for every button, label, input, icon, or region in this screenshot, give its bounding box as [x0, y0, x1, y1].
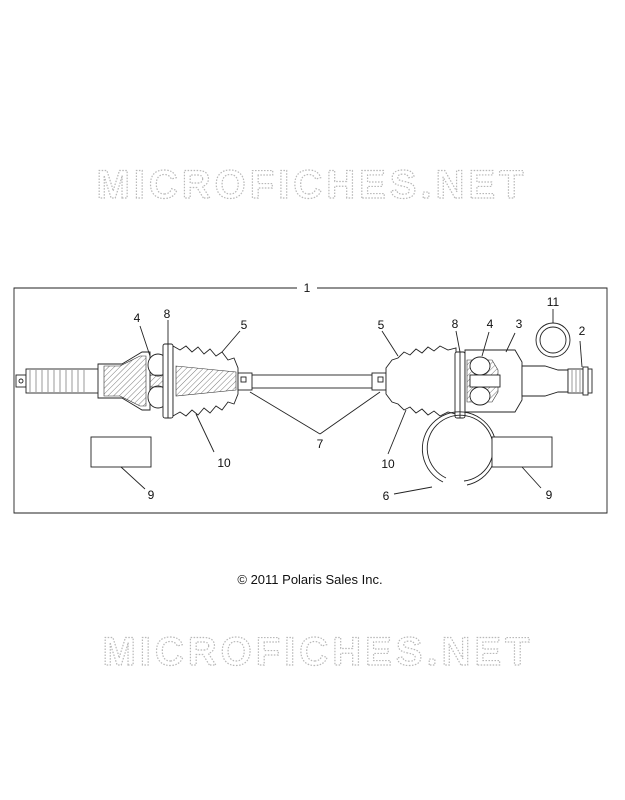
o-ring-11 — [535, 322, 571, 358]
right-clamp-8 — [454, 351, 466, 419]
callout-3: 3 — [516, 317, 523, 331]
callout-8-left: 8 — [164, 307, 171, 321]
callout-9-right: 9 — [546, 488, 553, 502]
callout-4-right: 4 — [487, 317, 494, 331]
callout-10-right: 10 — [381, 457, 395, 471]
grease-packet-left — [90, 436, 152, 468]
callout-11: 11 — [547, 295, 560, 309]
grease-packet-right — [491, 436, 553, 468]
assembly-frame — [13, 287, 608, 514]
copyright-text: © 2011 Polaris Sales Inc. — [237, 572, 382, 587]
right-boot — [385, 345, 457, 417]
right-inner-cv-housing — [464, 349, 523, 413]
left-stub-shaft — [15, 368, 101, 394]
left-outer-cv-housing — [97, 351, 151, 411]
callout-6: 6 — [383, 489, 390, 503]
left-boot — [172, 345, 239, 417]
callout-1: 1 — [304, 281, 311, 295]
callout-2: 2 — [579, 324, 586, 338]
callout-8-right: 8 — [452, 317, 459, 331]
callout-10-left: 10 — [217, 456, 231, 470]
callout-5-right: 5 — [378, 318, 385, 332]
leader-lines — [120, 309, 583, 495]
watermark-bottom: MICROFICHES.NET — [102, 630, 533, 674]
main-shaft — [237, 372, 389, 391]
watermark-top: MICROFICHES.NET — [96, 163, 527, 207]
callout-9-left: 9 — [148, 488, 155, 502]
right-stub-shaft — [521, 365, 593, 397]
callout-5-left: 5 — [241, 318, 248, 332]
left-clamp-8 — [162, 343, 174, 419]
callout-7: 7 — [317, 437, 324, 451]
callout-4-left: 4 — [134, 311, 141, 325]
snap-ring-6 — [421, 411, 497, 486]
